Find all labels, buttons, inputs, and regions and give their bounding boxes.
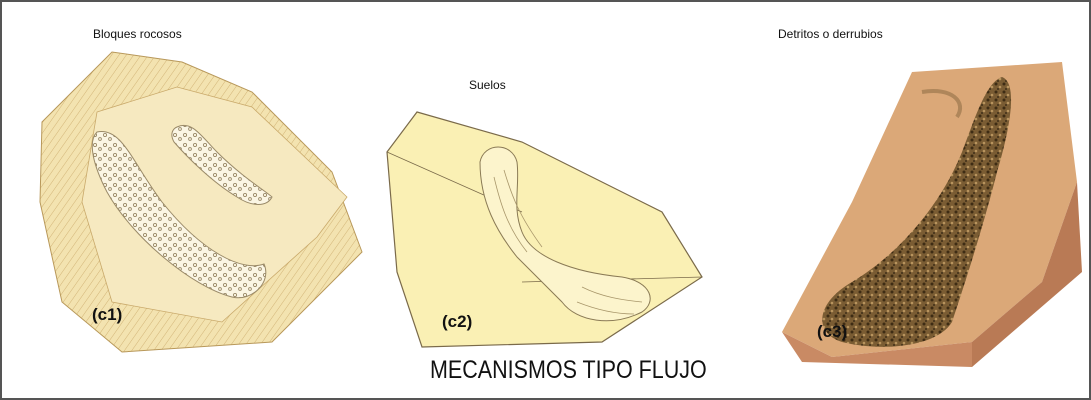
rock-block-flow-illustration <box>39 51 363 353</box>
soil-flow-illustration <box>386 111 703 348</box>
panel-id-c1: (c1) <box>92 305 123 324</box>
caption-debris: Detritos o derrubios <box>778 27 883 41</box>
panel-id-c3: (c3) <box>817 322 848 341</box>
caption-soils: Suelos <box>469 78 506 92</box>
figure-title: MECANISMOS TIPO FLUJO <box>430 356 707 384</box>
caption-rock-blocks: Bloques rocosos <box>93 27 182 41</box>
panel-id-c2: (c2) <box>442 312 473 331</box>
